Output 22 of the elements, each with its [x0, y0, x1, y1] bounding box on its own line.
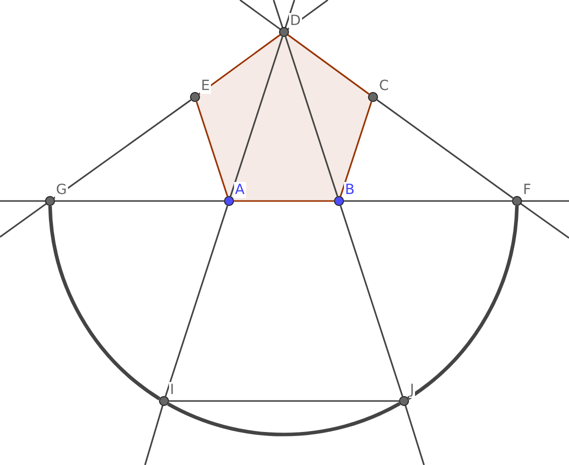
point-label: D	[289, 13, 302, 29]
line-segment	[169, 400, 399, 402]
line-segment	[376, 99, 514, 199]
line-segment	[54, 99, 192, 199]
line-segment	[234, 200, 334, 202]
line-segment	[55, 200, 224, 202]
point-label: A	[234, 182, 246, 198]
arc	[48, 206, 161, 400]
line-segment	[340, 206, 404, 396]
point-label: J	[409, 382, 416, 398]
line-segment	[198, 34, 280, 95]
line-segment	[230, 36, 284, 196]
line-segment	[340, 102, 372, 196]
line-segment	[284, 36, 338, 196]
line-segment	[164, 206, 228, 396]
point-label: E	[200, 78, 211, 94]
point-label: G	[55, 182, 68, 198]
line-segment	[288, 34, 370, 95]
arc	[407, 206, 519, 400]
line-segment	[344, 200, 512, 202]
line-segment	[196, 102, 228, 196]
arc	[167, 402, 400, 436]
